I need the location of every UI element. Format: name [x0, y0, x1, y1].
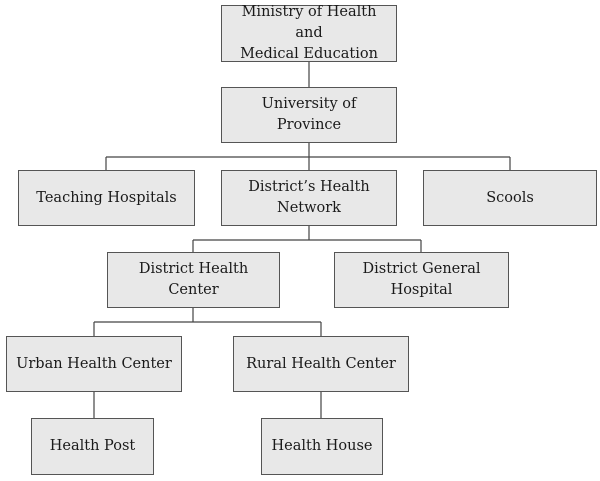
node-label-line: Teaching Hospitals — [36, 189, 177, 206]
node-health-house: Health House — [261, 418, 383, 475]
node-health-post: Health Post — [31, 418, 154, 475]
node-schools: Scools — [423, 170, 597, 226]
node-label: Rural Health Center — [246, 354, 396, 375]
node-label-line: Province — [276, 117, 342, 133]
node-university: University of Province — [221, 87, 397, 143]
node-label-line: District Health — [138, 261, 249, 277]
node-label-line: District’s Health — [248, 179, 370, 195]
node-label-line: Network — [277, 200, 341, 216]
node-label-line: Hospital — [390, 282, 453, 298]
node-label-line: Center — [168, 282, 219, 298]
node-rural-health-center: Rural Health Center — [233, 336, 409, 392]
node-label: Urban Health Center — [16, 354, 172, 375]
node-label-line: Health Post — [49, 438, 136, 454]
node-label: University of Province — [262, 94, 357, 136]
node-urban-health-center: Urban Health Center — [6, 336, 182, 392]
node-teaching-hospitals: Teaching Hospitals — [18, 170, 195, 226]
node-label-line: Health House — [271, 438, 373, 454]
node-label-line: Medical Education — [240, 46, 378, 62]
node-label-line: Ministry of Health and — [241, 4, 377, 41]
node-label: Health House — [271, 436, 372, 457]
node-label-line: District General — [362, 261, 481, 277]
node-label: Health Post — [50, 436, 135, 457]
node-label-line: University of — [261, 96, 357, 112]
node-label: Teaching Hospitals — [36, 188, 176, 209]
node-label-line: Rural Health Center — [246, 355, 396, 372]
node-label-line: Urban Health Center — [16, 355, 172, 372]
node-label: Scools — [486, 188, 534, 209]
node-label-line: Scools — [486, 189, 534, 206]
